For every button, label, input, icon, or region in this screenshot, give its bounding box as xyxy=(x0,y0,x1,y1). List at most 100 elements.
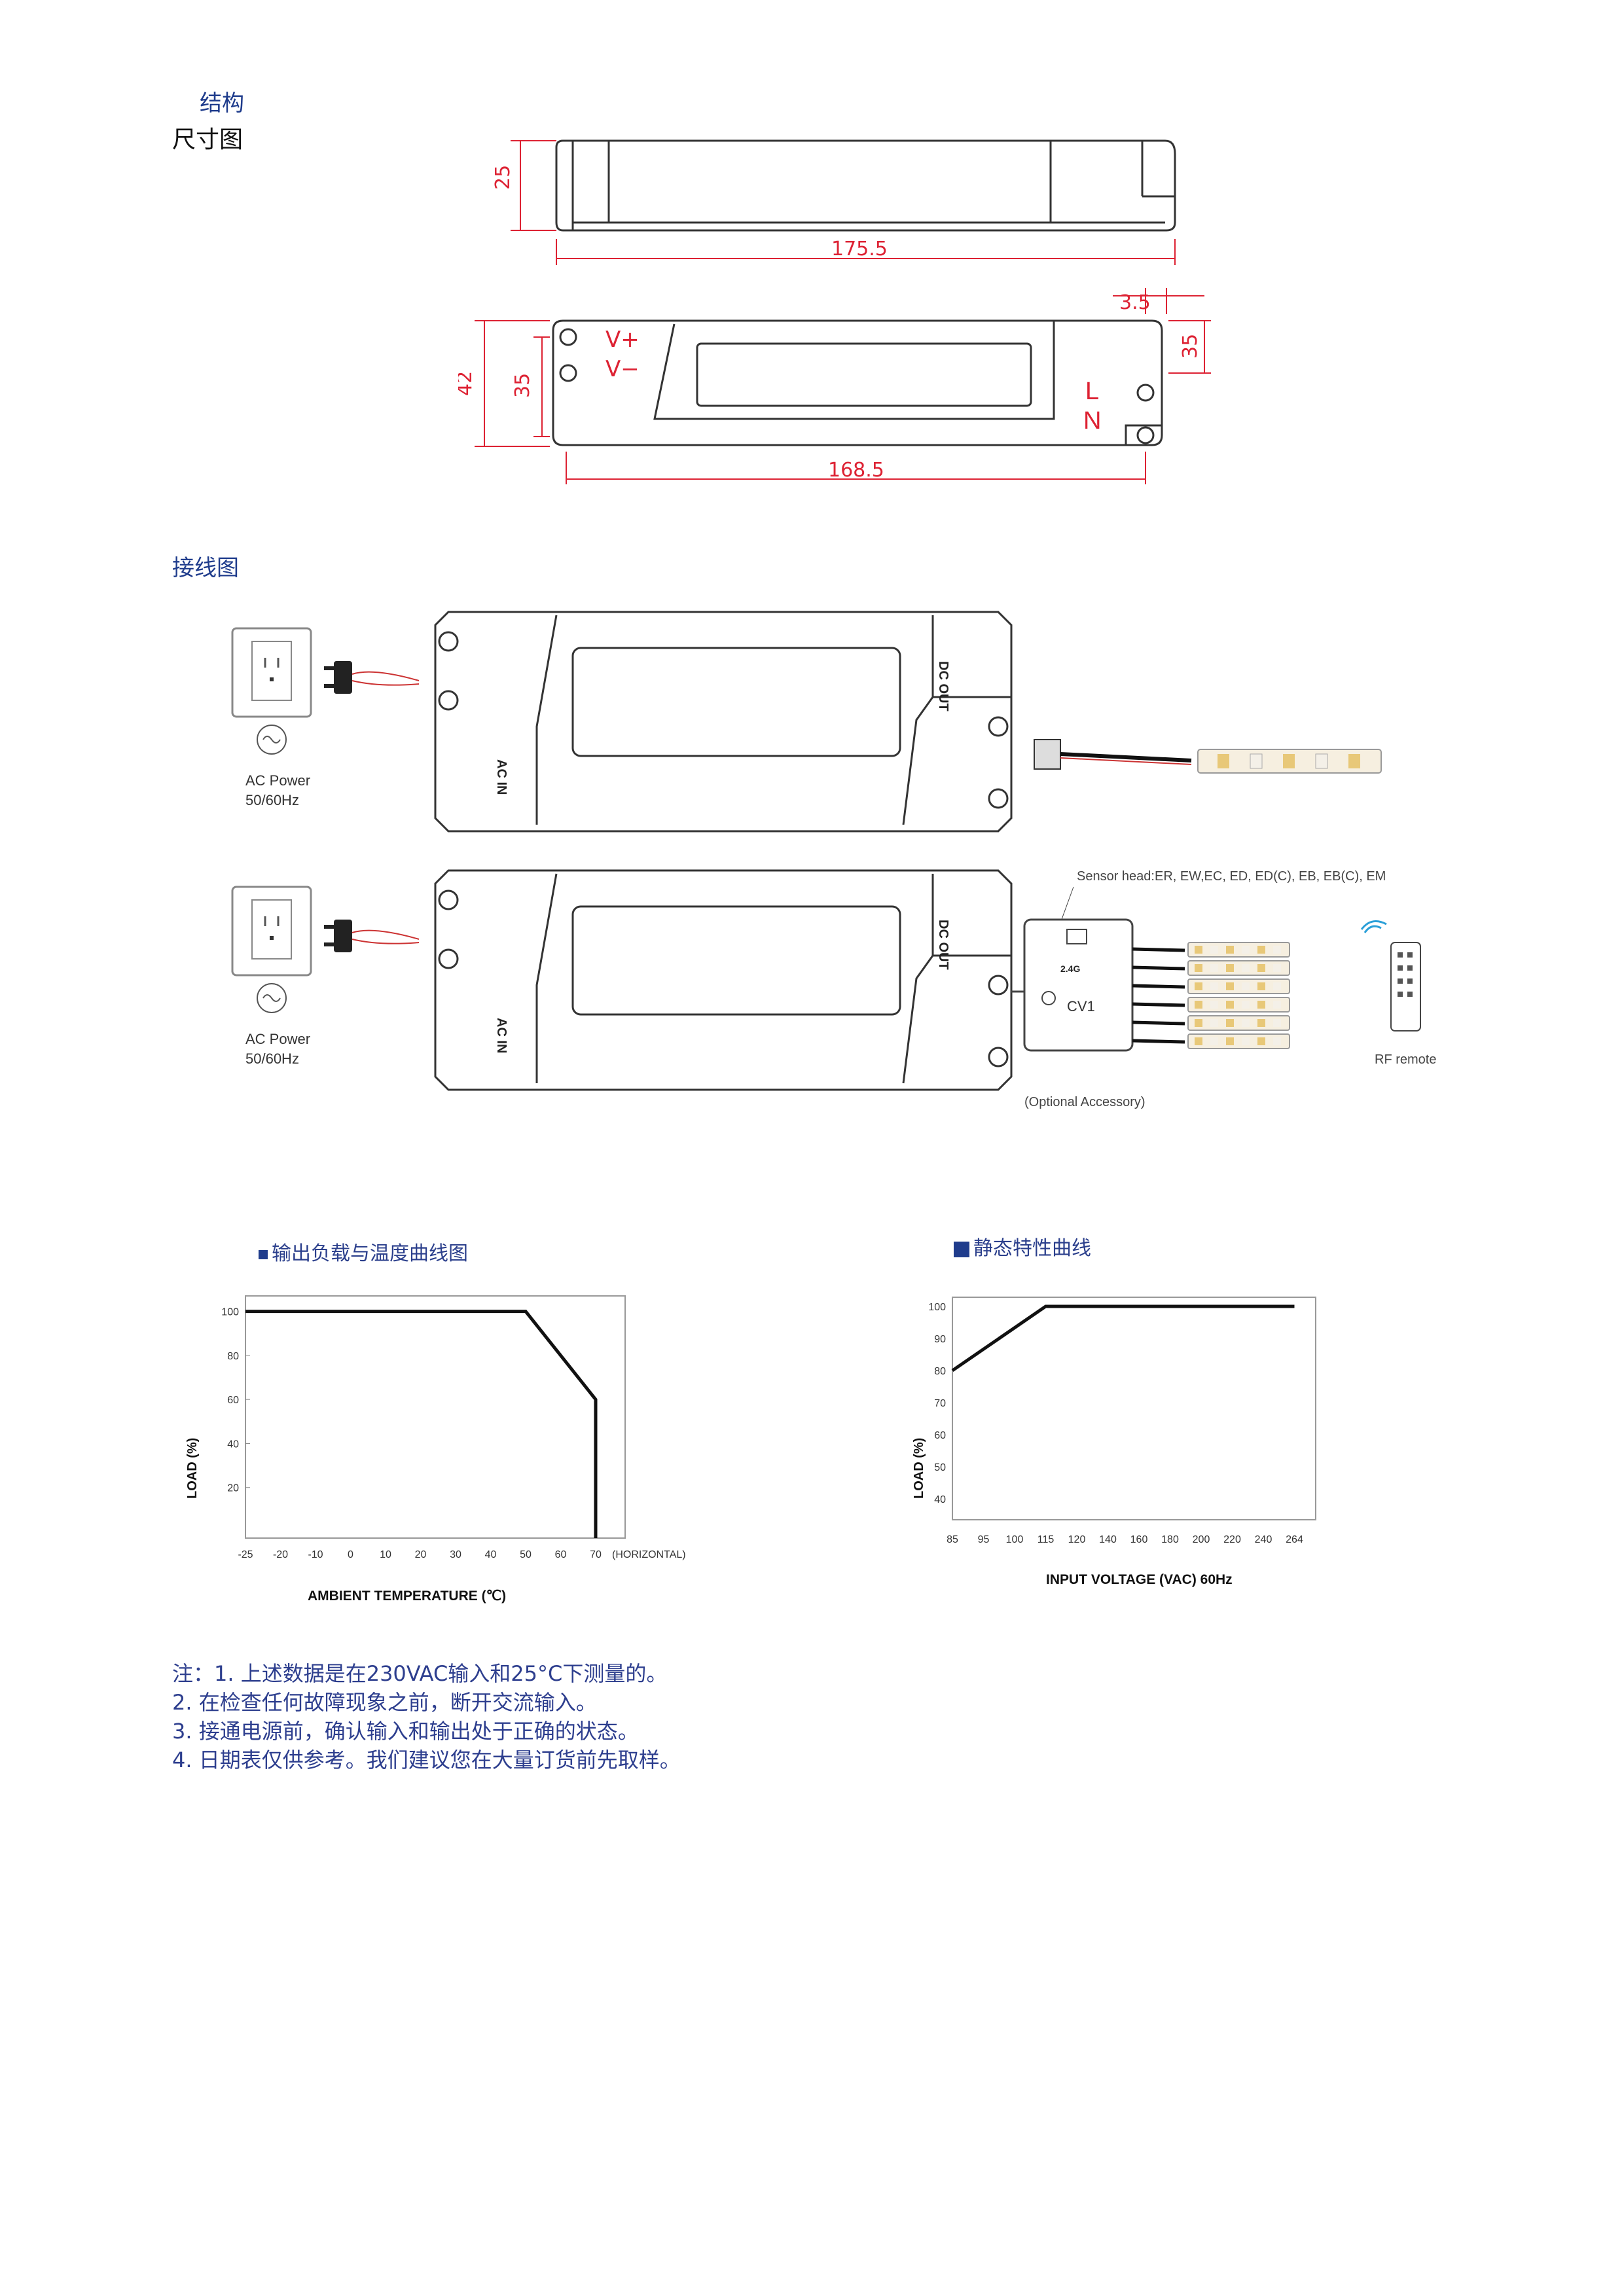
led-chip xyxy=(1273,982,1281,990)
ac-in-label-1: AC IN xyxy=(494,759,509,795)
chart1-ytick-label: 20 xyxy=(227,1483,239,1494)
side-view xyxy=(555,139,1176,232)
chart2-series-line xyxy=(951,1304,1295,1372)
led-chip xyxy=(1273,964,1281,972)
rf-24g-label: 2.4G xyxy=(1060,963,1080,974)
cv-label: CV1 xyxy=(1067,998,1095,1014)
chart2-xtick-label: 140 xyxy=(1099,1534,1117,1545)
chart2-title-text: 静态特性曲线 xyxy=(973,1237,1091,1260)
ac-power-label-2: AC Power xyxy=(245,1031,310,1047)
v-plus-label: V+ xyxy=(605,327,640,353)
chart1-xtick-label: 50 xyxy=(520,1549,532,1560)
led-chip xyxy=(1273,1019,1281,1027)
side-dim-lines xyxy=(511,140,1176,265)
chart1-ytick-label: 40 xyxy=(227,1439,239,1450)
note-2: 2. 在检查任何故障现象之前，断开交流输入。 xyxy=(172,1690,597,1715)
top-right-height-label: 35 xyxy=(1179,334,1202,359)
led-strip-1 xyxy=(1197,749,1382,774)
led-chip xyxy=(1226,1001,1234,1009)
chart1-title-square-icon xyxy=(259,1249,268,1259)
led-chip xyxy=(1210,1037,1218,1045)
chart1-xtick-label: -20 xyxy=(273,1549,288,1560)
chart1-series-line xyxy=(245,1310,598,1538)
ac-freq-label-1: 50/60Hz xyxy=(245,792,299,808)
sensor-head-label: Sensor head:ER, EW,EC, ED, ED(C), EB, EB… xyxy=(1077,869,1386,884)
top-dim-lines xyxy=(475,288,1211,484)
note-3: 3. 接通电源前，确认输入和输出处于正确的状态。 xyxy=(172,1719,639,1744)
chart2-ytick-label: 90 xyxy=(934,1334,946,1345)
led-chip xyxy=(1195,1019,1202,1027)
chart2-frame xyxy=(952,1297,1316,1520)
led-chip xyxy=(1273,946,1281,954)
ac-freq-label-2: 50/60Hz xyxy=(245,1050,299,1067)
chart1-xtick-label: 70 xyxy=(590,1549,602,1560)
rf-remote xyxy=(1360,920,1421,1031)
strip-wire xyxy=(1132,1039,1185,1044)
wall-outlet-2 xyxy=(231,886,312,1013)
led-chip xyxy=(1242,982,1250,990)
led-chip xyxy=(1257,946,1265,954)
connector-1 xyxy=(1034,739,1192,770)
plug-1 xyxy=(324,661,420,694)
led-chip xyxy=(1273,1001,1281,1009)
side-length-label: 175.5 xyxy=(831,238,888,260)
led-chip xyxy=(1226,946,1234,954)
strip-wire xyxy=(1132,965,1185,971)
chart1-ytick-label: 80 xyxy=(227,1351,239,1362)
ac-in-label-2: AC IN xyxy=(494,1018,509,1053)
led-chip xyxy=(1242,1001,1250,1009)
chart2-title-square-icon xyxy=(954,1241,969,1257)
led-chip xyxy=(1226,1037,1234,1045)
chart2-ytick-label: 60 xyxy=(934,1430,946,1441)
plug-2 xyxy=(324,920,420,952)
chart2-ylabel: LOAD (%) xyxy=(912,1438,926,1499)
v-minus-label: V− xyxy=(605,356,640,382)
led-chip xyxy=(1195,1001,1202,1009)
led-chip xyxy=(1257,1001,1265,1009)
led-chip xyxy=(1226,1019,1234,1027)
led-chip xyxy=(1210,964,1218,972)
chart1-xtick-label: 20 xyxy=(415,1549,427,1560)
led-chip xyxy=(1273,1037,1281,1045)
dimensions-heading: 尺寸图 xyxy=(172,126,244,153)
chart2-xtick-label: 264 xyxy=(1286,1534,1303,1545)
chart2-xtick-label: 95 xyxy=(978,1534,990,1545)
rf-remote-label: RF remote xyxy=(1375,1052,1436,1067)
led-chip xyxy=(1242,946,1250,954)
wiring-diagram: AC Power 50/60Hz DC OUT AC IN xyxy=(231,611,1436,1109)
strip-wire xyxy=(1132,947,1185,952)
chart1-frame xyxy=(245,1295,626,1539)
chart1-ytick-label: 60 xyxy=(227,1395,239,1406)
led-chip xyxy=(1242,1019,1250,1027)
led-chip xyxy=(1257,1037,1265,1045)
output-strips xyxy=(1132,942,1290,1049)
chart1-xlabel: AMBIENT TEMPERATURE (℃) xyxy=(308,1588,506,1604)
chart1-xtick-label: 0 xyxy=(348,1549,353,1560)
strip-wire xyxy=(1132,1020,1185,1026)
chart1-xtick-label: 60 xyxy=(555,1549,567,1560)
chart2-ytick-label: 50 xyxy=(934,1462,946,1473)
side-height-label: 25 xyxy=(492,165,514,190)
led-chip xyxy=(1257,1019,1265,1027)
wall-outlet-1 xyxy=(231,627,312,755)
dc-out-label-1: DC OUT xyxy=(936,661,950,711)
led-chip xyxy=(1226,964,1234,972)
cv-controller xyxy=(1011,918,1134,1052)
chart2-xtick-label: 180 xyxy=(1161,1534,1179,1545)
l-label: L xyxy=(1085,378,1099,405)
led-chip xyxy=(1195,964,1202,972)
structure-heading: 结构 xyxy=(200,90,244,117)
chart1-xtick-label: 10 xyxy=(380,1549,391,1560)
chart1-xtick-label: 30 xyxy=(450,1549,461,1560)
strip-wire xyxy=(1132,1002,1185,1007)
led-chip xyxy=(1210,946,1218,954)
chart2-xtick-label: 115 xyxy=(1038,1534,1055,1545)
chart1-xtick-label: -25 xyxy=(238,1549,253,1560)
dimension-drawing: 25 175.5 3.5 42 35 35 168.5 V+ V− L N xyxy=(458,139,1211,484)
chart1-x-extra-label: (HORIZONTAL) xyxy=(612,1549,686,1560)
dc-out-label-2: DC OUT xyxy=(936,920,950,970)
ac-power-label-1: AC Power xyxy=(245,772,310,789)
led-chip xyxy=(1195,946,1202,954)
chart2-xtick-label: 240 xyxy=(1255,1534,1272,1545)
